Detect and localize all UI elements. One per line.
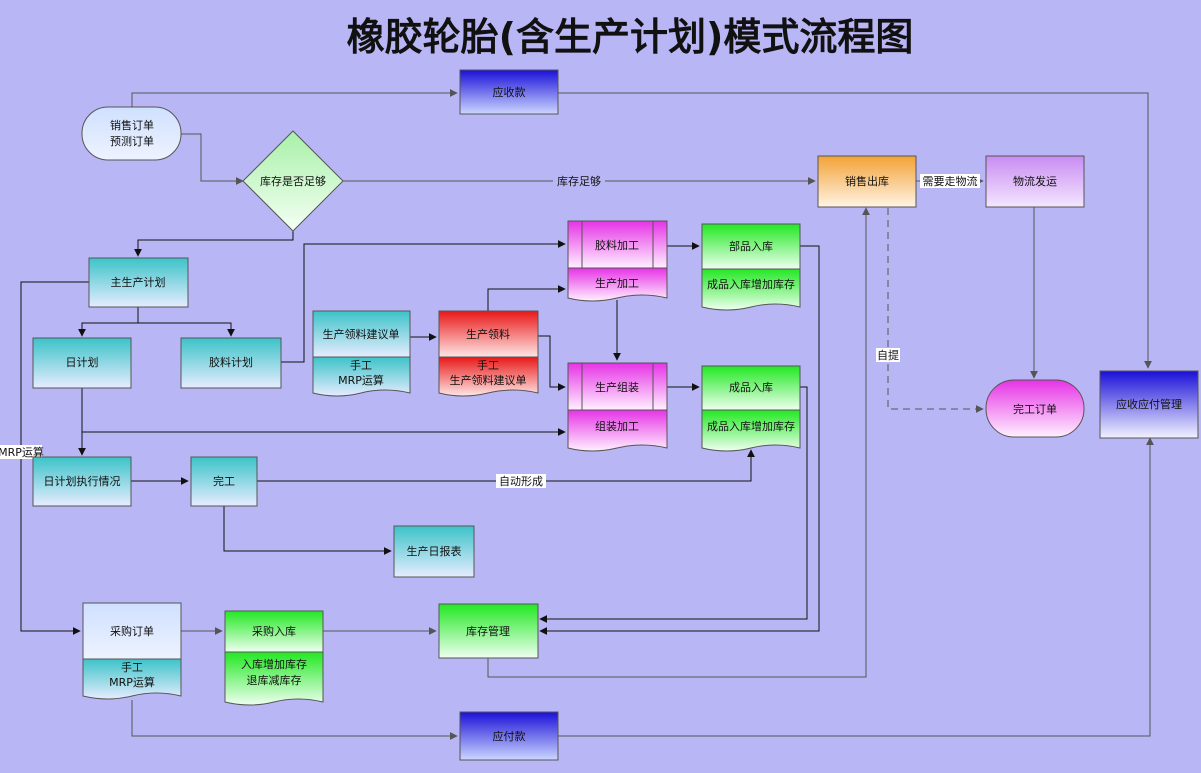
node-stock-check-label: 库存是否足够 xyxy=(260,174,326,188)
node-material-suggest-sub1: 手工 xyxy=(350,358,372,372)
edge-product-inventory xyxy=(539,386,808,623)
node-daily-report[interactable]: 生产日报表 xyxy=(393,525,475,578)
node-logistics-label: 物流发运 xyxy=(1013,174,1057,188)
node-daily-plan-label: 日计划 xyxy=(66,356,99,369)
edge-check-master xyxy=(134,231,294,257)
node-material-pick-sub1: 手工 xyxy=(477,358,499,372)
node-receivable-label: 应收款 xyxy=(493,85,526,99)
edge-labels: 库存足够 需要走物流 自提 自动形成 MRP运算 xyxy=(0,174,980,488)
node-complete-label: 完工 xyxy=(213,474,235,488)
node-assembly-sub: 组装加工 xyxy=(595,419,639,433)
node-parts-in-label: 部品入库 xyxy=(729,239,773,253)
node-rubber-process[interactable]: 胶料加工 生产加工 xyxy=(567,220,668,302)
node-inventory-label: 库存管理 xyxy=(466,624,510,638)
node-product-in[interactable]: 成品入库 成品入库增加库存 xyxy=(701,365,801,452)
node-rubber-plan[interactable]: 胶料计划 xyxy=(180,337,282,389)
edge-label-stock-enough: 库存足够 xyxy=(557,174,601,188)
edge-pick-assembly xyxy=(538,335,566,391)
page-title: 橡胶轮胎(含生产计划)模式流程图 xyxy=(347,15,914,59)
node-purchase-order-sub2: MRP运算 xyxy=(109,675,155,689)
node-master-plan-label: 主生产计划 xyxy=(111,275,166,289)
edge-payable-arap xyxy=(558,437,1154,737)
node-sales-order-line1: 销售订单 xyxy=(110,118,154,132)
edge-pick-process xyxy=(487,285,566,311)
edge-purchase-payable xyxy=(131,700,458,740)
node-daily-exec[interactable]: 日计划执行情况 xyxy=(32,456,132,507)
node-purchase-in[interactable]: 采购入库 入库增加库存 退库减库存 xyxy=(224,610,324,706)
node-ar-ap-label: 应收应付管理 xyxy=(1116,397,1182,411)
node-assembly[interactable]: 生产组装 组装加工 xyxy=(567,362,668,452)
node-purchase-order[interactable]: 采购订单 手工 MRP运算 xyxy=(82,602,182,700)
node-daily-exec-label: 日计划执行情况 xyxy=(44,474,121,488)
node-purchase-order-sub1: 手工 xyxy=(121,660,143,674)
node-complete[interactable]: 完工 xyxy=(190,456,258,507)
node-parts-in-sub: 成品入库增加库存 xyxy=(707,277,795,291)
edge-label-mrp: MRP运算 xyxy=(0,445,44,459)
edge-receivable-arap xyxy=(558,92,1152,369)
node-sales-order-line2: 预测订单 xyxy=(110,135,154,148)
node-purchase-in-sub2: 退库减库存 xyxy=(247,673,302,687)
node-sales-order[interactable]: 销售订单 预测订单 xyxy=(81,106,182,161)
node-material-pick-sub2: 生产领料建议单 xyxy=(450,373,527,387)
node-finish-order[interactable]: 完工订单 xyxy=(985,379,1085,438)
node-logistics[interactable]: 物流发运 xyxy=(985,155,1085,208)
edge-complete-product xyxy=(257,449,755,482)
node-receivable[interactable]: 应收款 xyxy=(459,69,559,115)
node-finish-order-label: 完工订单 xyxy=(1013,402,1057,416)
node-stock-check[interactable]: 库存是否足够 xyxy=(242,130,344,232)
node-rubber-process-label: 胶料加工 xyxy=(595,238,639,252)
edge-label-auto-form: 自动形成 xyxy=(499,475,543,488)
node-parts-in[interactable]: 部品入库 成品入库增加库存 xyxy=(701,223,801,311)
edge-label-self-pick: 自提 xyxy=(877,349,899,362)
node-material-pick[interactable]: 生产领料 手工 生产领料建议单 xyxy=(438,310,539,397)
edge-inventory-salesout xyxy=(487,207,870,678)
node-daily-plan[interactable]: 日计划 xyxy=(32,337,132,389)
edge-label-need-logistics: 需要走物流 xyxy=(923,174,978,188)
node-purchase-order-label: 采购订单 xyxy=(110,624,154,638)
node-material-suggest-sub2: MRP运算 xyxy=(338,373,384,387)
edge-order-receivable xyxy=(131,89,458,107)
edge-rubber-process xyxy=(281,240,566,363)
node-rubber-plan-label: 胶料计划 xyxy=(209,355,253,369)
node-rubber-process-sub: 生产加工 xyxy=(595,276,639,290)
edge-master-rubber xyxy=(138,322,235,337)
node-assembly-label: 生产组装 xyxy=(595,380,639,394)
node-sales-out[interactable]: 销售出库 xyxy=(817,155,917,208)
node-ar-ap[interactable]: 应收应付管理 xyxy=(1099,370,1199,439)
node-payable-label: 应付款 xyxy=(493,729,526,743)
node-material-suggest[interactable]: 生产领料建议单 手工 MRP运算 xyxy=(312,310,411,397)
node-purchase-in-label: 采购入库 xyxy=(252,624,296,638)
node-inventory[interactable]: 库存管理 xyxy=(438,603,539,659)
node-daily-report-label: 生产日报表 xyxy=(407,544,462,558)
node-material-suggest-label: 生产领料建议单 xyxy=(323,327,400,341)
node-sales-out-label: 销售出库 xyxy=(845,174,889,188)
edge-complete-report xyxy=(223,506,392,555)
edge-parts-inventory xyxy=(539,245,820,635)
node-material-pick-label: 生产领料 xyxy=(466,327,510,341)
node-product-in-label: 成品入库 xyxy=(729,381,773,394)
edge-self-pick xyxy=(887,208,984,413)
node-master-plan[interactable]: 主生产计划 xyxy=(88,257,189,308)
node-payable[interactable]: 应付款 xyxy=(459,711,559,761)
node-purchase-in-sub1: 入库增加库存 xyxy=(241,657,307,671)
edge-order-check xyxy=(181,133,244,185)
edge-master-split xyxy=(78,307,139,337)
node-product-in-sub: 成品入库增加库存 xyxy=(707,419,795,433)
